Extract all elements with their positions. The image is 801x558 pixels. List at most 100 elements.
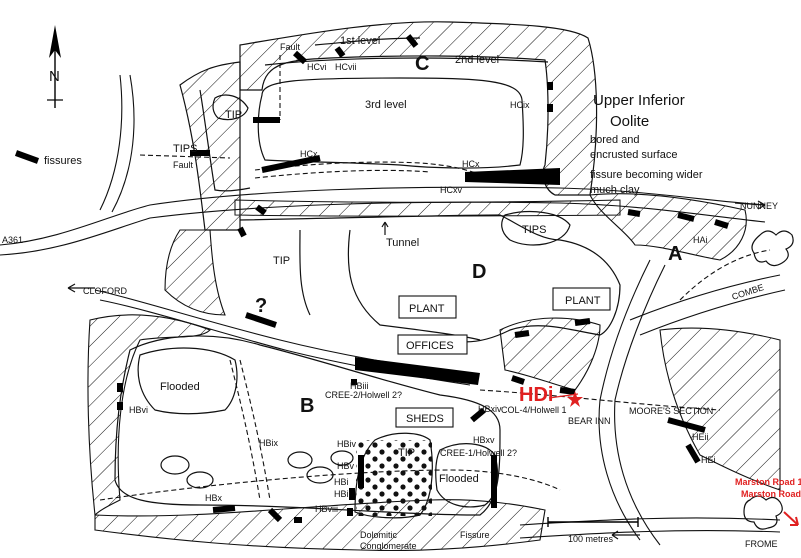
label-question: ? bbox=[255, 295, 267, 317]
label-flooded-1: Flooded bbox=[160, 381, 200, 393]
quarry-c-inner-track bbox=[199, 89, 251, 192]
label-fault-left: Fault bbox=[173, 160, 194, 170]
quarry-c-3rd-level-floor bbox=[257, 77, 524, 169]
offices-box bbox=[397, 334, 468, 355]
fissure-bear-2 bbox=[559, 387, 576, 395]
label-tip-lower: TIP bbox=[398, 447, 415, 459]
code-hai: HAi bbox=[693, 235, 708, 245]
road-a361-north-edge bbox=[0, 186, 766, 246]
road-frome-south-1 bbox=[519, 517, 781, 526]
label-upper-inferior-2: Oolite bbox=[610, 113, 649, 130]
code-hbvi: HBvi bbox=[129, 405, 148, 415]
quarry-c-track-2 bbox=[254, 169, 431, 179]
fissure-question bbox=[245, 312, 277, 328]
road-nunney-track bbox=[679, 249, 771, 301]
road-combe-1 bbox=[629, 274, 781, 321]
label-level-1st: 1st level bbox=[340, 35, 380, 47]
code-hei: HEi bbox=[701, 455, 716, 465]
code-hbii: HBii bbox=[334, 489, 351, 499]
arrow-nunney-icon bbox=[734, 200, 766, 210]
code-hcxv: HCxv bbox=[440, 185, 462, 195]
tips-mid-outline bbox=[501, 210, 571, 246]
label-flooded-2: Flooded bbox=[439, 473, 479, 485]
label-a361: A361 bbox=[2, 235, 23, 245]
tip-upper-outline bbox=[212, 94, 249, 121]
quarry-b-flooded-east bbox=[435, 443, 499, 508]
label-hdi: HDi bbox=[519, 384, 553, 406]
road-frome-south-2 bbox=[519, 530, 781, 539]
code-hbx: HBx bbox=[205, 493, 223, 503]
label-level-3rd: 3rd level bbox=[365, 99, 407, 111]
arrow-marston-icon bbox=[783, 511, 799, 526]
fissure-hai bbox=[714, 219, 729, 229]
label-marston-2: Marston Road 2 bbox=[741, 489, 801, 499]
legend-fissure-symbol bbox=[14, 150, 40, 164]
label-col4: COL-4/Holwell 1 bbox=[501, 405, 567, 415]
label-offices: OFFICES bbox=[406, 340, 454, 352]
fissure-hbx-1 bbox=[267, 507, 283, 523]
fissure-offices-main bbox=[355, 357, 480, 385]
label-bored-1: bored and bbox=[590, 134, 640, 146]
label-plant-1: PLANT bbox=[409, 303, 445, 315]
quarry-c-2nd-level-rim bbox=[264, 57, 549, 66]
code-hbxiv: HBxiv bbox=[478, 404, 502, 414]
fissure-hcvi bbox=[292, 50, 308, 65]
code-hbi: HBi bbox=[334, 477, 349, 487]
zone-label-b: B bbox=[300, 395, 314, 417]
legend-fissures-label: fissures bbox=[44, 155, 82, 167]
label-bear-inn: BEAR INN bbox=[568, 416, 611, 426]
hdi-star-icon bbox=[567, 391, 583, 407]
label-level-2nd: 2nd level bbox=[455, 54, 499, 66]
code-hbviii: HBviii bbox=[315, 504, 338, 514]
label-dolomitic-1: Dolomitic bbox=[360, 530, 398, 540]
label-frome: FROME bbox=[745, 539, 778, 549]
road-west-spur-1 bbox=[99, 74, 123, 211]
zone-label-d: D bbox=[472, 261, 486, 283]
code-hcx-2: HCx bbox=[462, 159, 480, 169]
code-heii: HEii bbox=[692, 432, 709, 442]
code-hbxv: HBxv bbox=[473, 435, 495, 445]
label-cree2: CREE-2/Holwell 2? bbox=[325, 390, 402, 400]
fissure-nunney-2 bbox=[677, 212, 695, 222]
quarry-b-flooded-west bbox=[137, 347, 238, 415]
moores-section-track bbox=[479, 389, 721, 411]
fissure-heii bbox=[667, 417, 706, 433]
fissure-road-2 bbox=[237, 226, 247, 238]
label-nunney: NUNNEY bbox=[740, 201, 778, 211]
woodland-frome bbox=[743, 495, 783, 530]
label-north: N bbox=[49, 68, 60, 85]
code-hcvi: HCvi bbox=[307, 62, 327, 72]
fissure-hbxiv bbox=[470, 407, 486, 423]
label-dolomitic-2: Conglomerate bbox=[360, 541, 417, 551]
code-hbv: HBv bbox=[337, 461, 355, 471]
pond-4 bbox=[306, 466, 334, 484]
zone-label-a: A bbox=[668, 243, 682, 265]
road-west-spur-2 bbox=[111, 74, 135, 213]
quarry-d-tip-spur bbox=[299, 229, 311, 316]
pond-3 bbox=[287, 451, 313, 469]
code-hbiii: HBiii bbox=[350, 381, 369, 391]
label-tip-mid: TIP bbox=[273, 255, 290, 267]
pond-1 bbox=[160, 455, 190, 475]
fissure-east-1 bbox=[514, 330, 530, 338]
north-arrow-icon bbox=[49, 25, 61, 58]
fissure-east-2 bbox=[574, 318, 591, 326]
code-hcix: HCix bbox=[510, 100, 530, 110]
code-hcx-1: HCx bbox=[300, 149, 318, 159]
fissure-hcx-west bbox=[261, 155, 321, 173]
hatched-area-southwest bbox=[87, 314, 211, 517]
fissure-road-1 bbox=[255, 204, 267, 216]
label-upper-inferior-1: Upper Inferior bbox=[593, 92, 685, 109]
hatched-area-south bbox=[94, 499, 546, 552]
road-a361-south-edge bbox=[0, 201, 766, 256]
hatched-area-west bbox=[164, 229, 226, 316]
arrow-tunnel-icon bbox=[381, 221, 389, 235]
fissure-hcvii-1 bbox=[334, 46, 346, 58]
label-much-clay: much clay bbox=[590, 184, 640, 196]
fissure-bear-1 bbox=[511, 375, 525, 385]
dolomitic-conglomerate-area bbox=[356, 440, 432, 516]
label-bored-2: encrusted surface bbox=[590, 149, 677, 161]
zone-label-c: C bbox=[415, 53, 429, 75]
